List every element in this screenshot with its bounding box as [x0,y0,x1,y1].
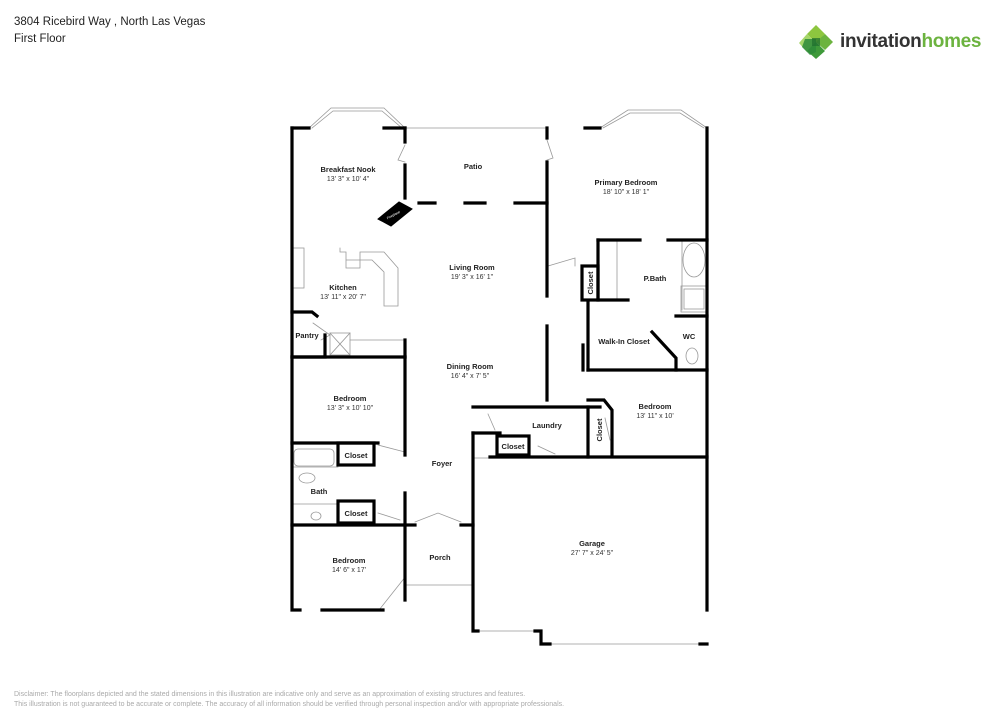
room-label-fireplace: Fireplace [386,210,401,220]
brand-logo: invitationhomes [798,24,982,60]
svg-text:Kitchen: Kitchen [329,283,357,292]
svg-text:Primary Bedroom: Primary Bedroom [595,178,658,187]
property-address: 3804 Ricebird Way , North Las Vegas [14,16,206,28]
invitation-homes-logo-icon [799,25,833,59]
svg-text:Bedroom: Bedroom [333,556,366,565]
room-label-bedroom-3: Bedroom 13' 11" x 10' [636,402,673,420]
room-label-closet-lower: Closet [345,509,368,518]
room-label-laundry-closet: Closet [502,442,525,451]
room-label-dining-room: Dining Room 16' 4" x 7' 5" [447,362,494,380]
room-label-patio: Patio [464,162,483,171]
disclaimer-line-1: Disclaimer: The floorplans depicted and … [14,691,526,698]
disclaimer: Disclaimer: The floorplans depicted and … [14,690,564,710]
svg-text:Living Room: Living Room [449,263,495,272]
room-label-breakfast-nook: Breakfast Nook 13' 3" x 10' 4" [320,165,376,183]
disclaimer-line-2: This illustration is not guaranteed to b… [14,701,565,708]
svg-text:13' 3" x 10' 10": 13' 3" x 10' 10" [327,405,374,412]
page-header: 3804 Ricebird Way , North Las Vegas Firs… [14,14,205,48]
room-label-bedroom-4: Bedroom 14' 6" x 17' [332,556,366,574]
svg-text:16' 4" x 7' 5": 16' 4" x 7' 5" [451,373,490,380]
room-label-bedroom-2: Bedroom 13' 3" x 10' 10" [327,394,374,412]
svg-text:Dining Room: Dining Room [447,362,494,371]
room-label-bath: Bath [311,487,328,496]
svg-text:19' 3" x 16' 1": 19' 3" x 16' 1" [451,274,494,281]
svg-text:Bedroom: Bedroom [639,402,672,411]
room-label-primary-closet: Closet [586,271,595,294]
svg-text:27' 7" x 24' 5": 27' 7" x 24' 5" [571,550,614,557]
room-label-closet-upper: Closet [345,451,368,460]
svg-text:14' 6" x 17': 14' 6" x 17' [332,567,366,574]
room-label-closet-bedroom-3: Closet [595,418,604,441]
room-label-p-bath: P.Bath [644,274,667,283]
room-label-foyer: Foyer [432,459,453,468]
room-label-garage: Garage 27' 7" x 24' 5" [571,539,614,557]
room-label-pantry: Pantry [295,331,319,340]
room-label-porch: Porch [429,553,451,562]
room-label-laundry: Laundry [532,421,562,430]
logo-wordmark: invitationhomes [840,31,982,52]
svg-text:13' 3" x 10' 4": 13' 3" x 10' 4" [327,176,370,183]
room-label-wc: WC [683,332,696,341]
svg-text:Garage: Garage [579,539,605,548]
svg-text:Bedroom: Bedroom [334,394,367,403]
room-label-kitchen: Kitchen 13' 11" x 20' 7" [320,283,366,301]
floor-label: First Floor [14,33,66,45]
svg-text:13' 11" x 20' 7": 13' 11" x 20' 7" [320,294,366,301]
svg-text:18' 10" x 18' 1": 18' 10" x 18' 1" [603,189,650,196]
room-label-walk-in-closet: Walk-In Closet [598,337,650,346]
room-label-primary-bedroom: Primary Bedroom 18' 10" x 18' 1" [595,178,658,196]
svg-text:13' 11" x 10': 13' 11" x 10' [636,413,673,420]
svg-text:Breakfast Nook: Breakfast Nook [320,165,376,174]
room-label-living-room: Living Room 19' 3" x 16' 1" [449,263,495,281]
